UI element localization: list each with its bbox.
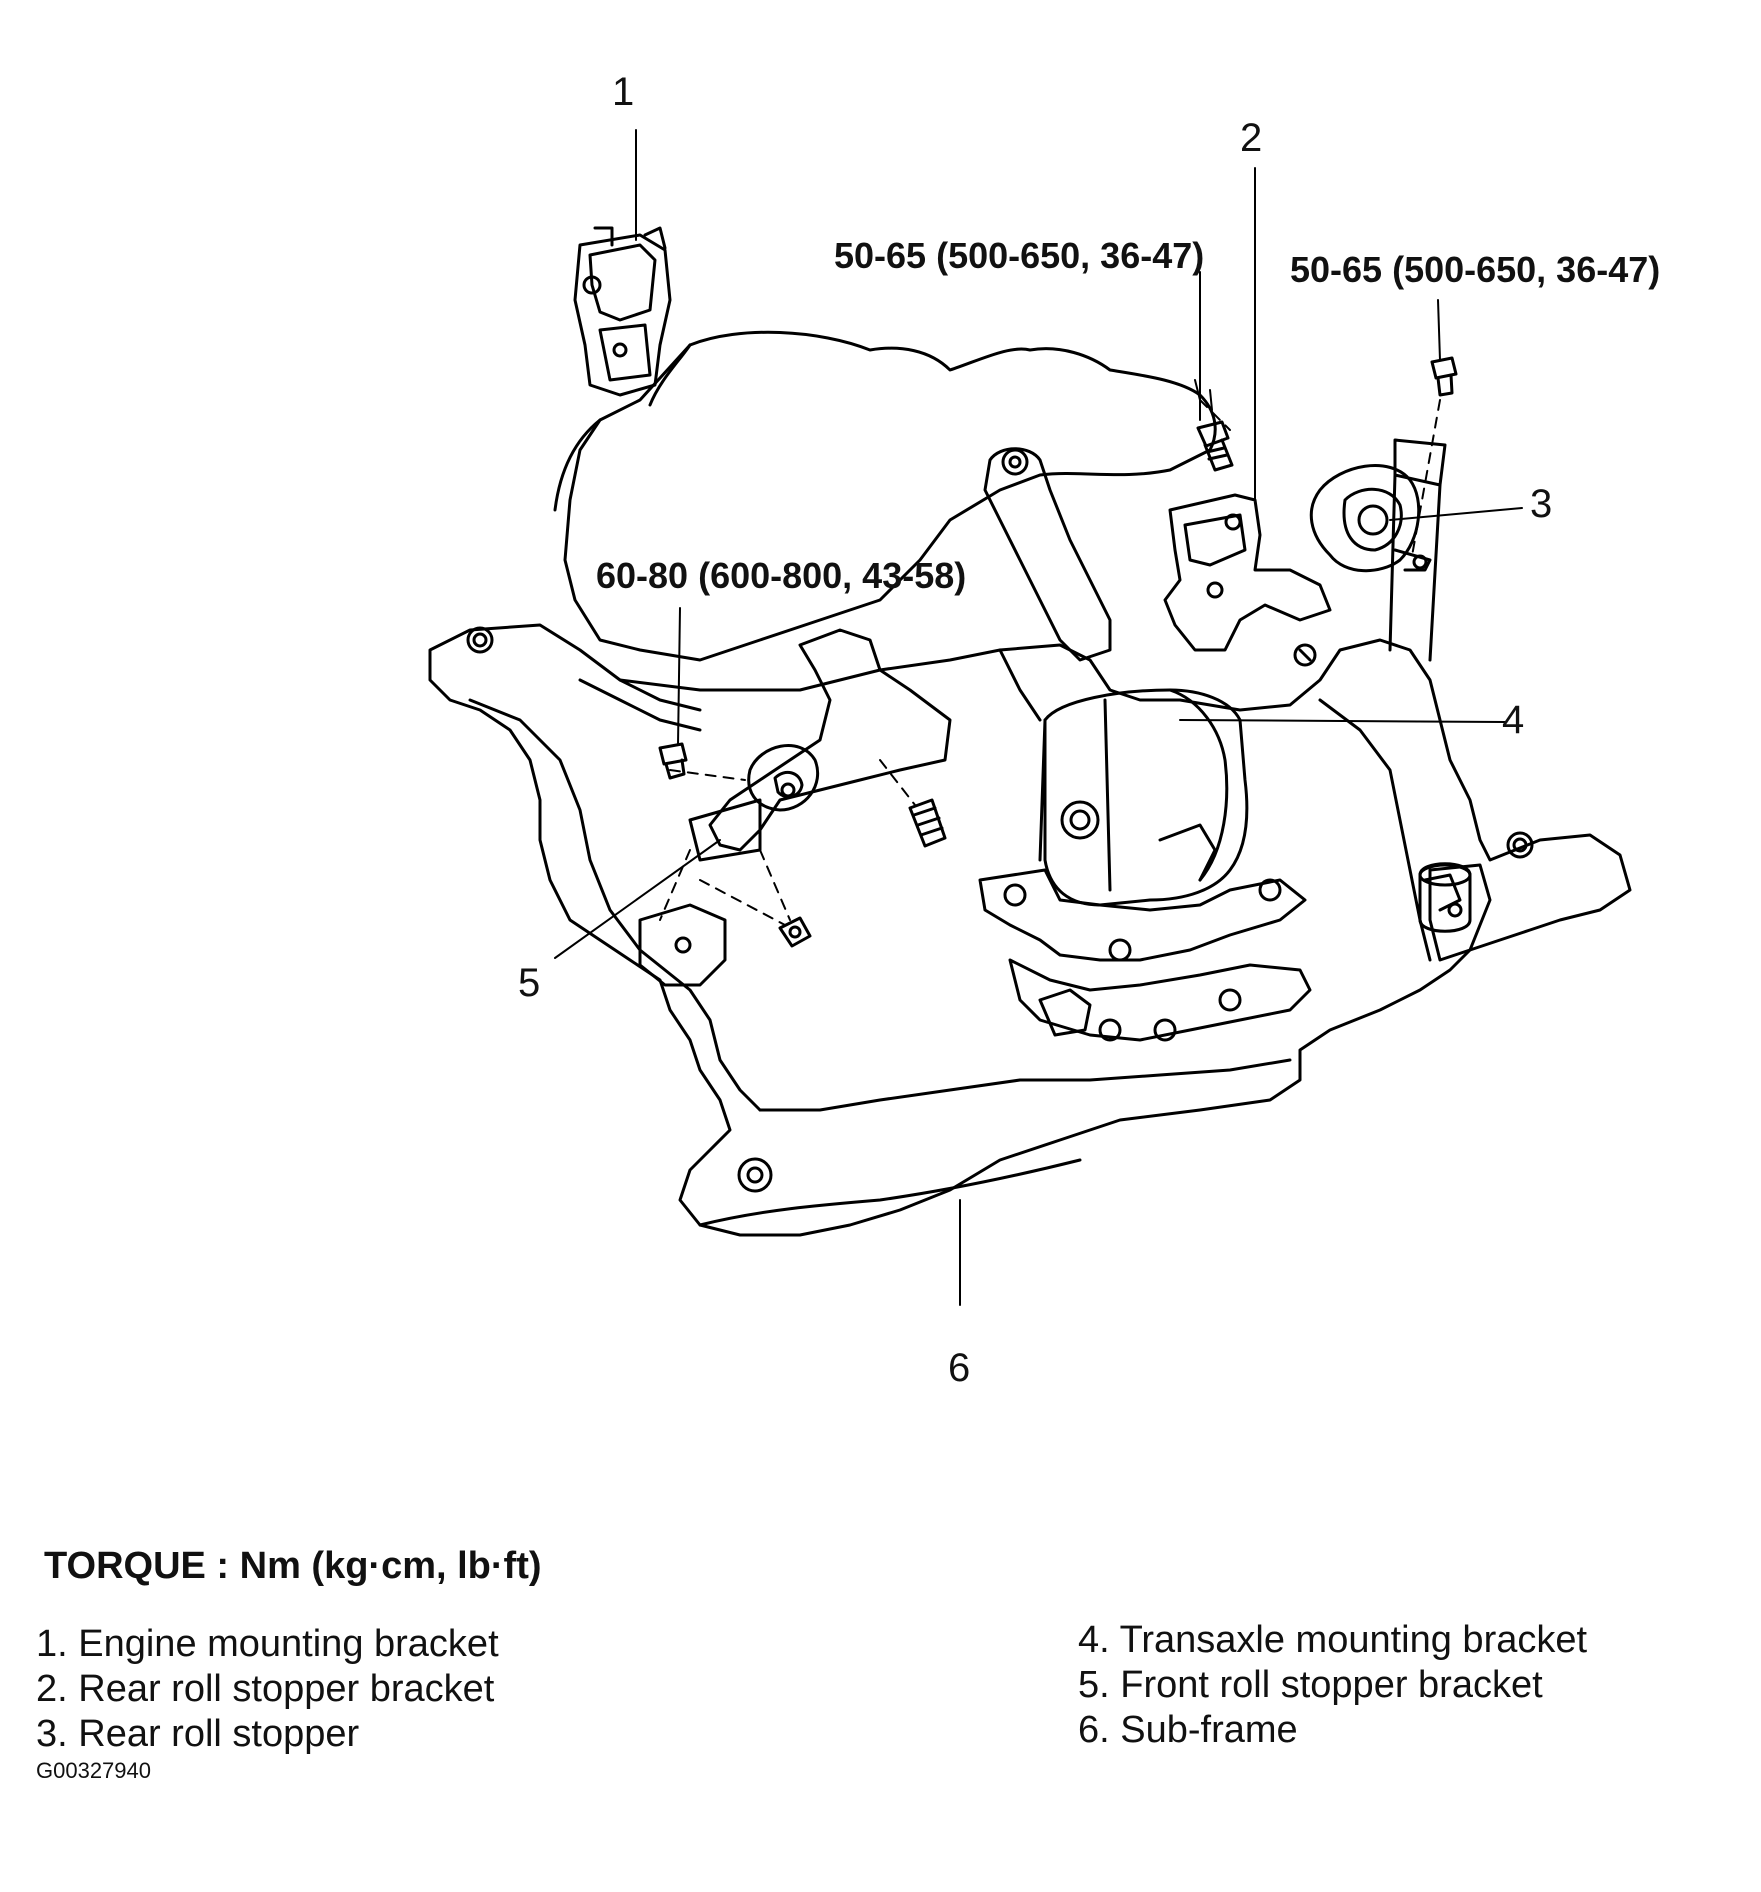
legend-item: 5. Front roll stopper bracket (1078, 1664, 1543, 1706)
bolt-front-right (908, 798, 947, 848)
legend-item: 4. Transaxle mounting bracket (1078, 1619, 1588, 1661)
engine-outline (563, 330, 1217, 662)
figure-id: G00327940 (36, 1758, 151, 1783)
engine-mounting-bracket (573, 226, 672, 397)
legend-item: 3. Rear roll stopper (36, 1713, 360, 1755)
callout-6: 6 (948, 1346, 971, 1390)
legend-right-column: 4. Transaxle mounting bracket 5. Front r… (1078, 1618, 1587, 1753)
torque-label-front-stopper-bolt: 60-80 (600-800, 43-58) (596, 555, 967, 596)
legend-title: TORQUE : Nm (kg·cm, lb·ft) (44, 1545, 542, 1587)
rear-roll-stopper (1309, 464, 1432, 573)
front-roll-stopper-bracket (688, 628, 952, 862)
legend-left-column: 1. Engine mounting bracket 2. Rear roll … (36, 1622, 499, 1757)
legend-item: 6. Sub-frame (1078, 1709, 1298, 1751)
callout-5: 5 (518, 961, 541, 1005)
legend-item: 2. Rear roll stopper bracket (36, 1668, 495, 1710)
bolt-upper-right (1430, 356, 1458, 397)
callout-1: 1 (612, 70, 635, 114)
bolt-front-left (658, 742, 688, 780)
bolt-upper-left (1196, 420, 1234, 472)
bolt-axis-lines (659, 399, 1441, 926)
callout-4: 4 (1502, 698, 1525, 742)
leader-lines (554, 129, 1523, 1306)
rear-roll-stopper-bracket (1163, 493, 1332, 652)
nut-front (778, 916, 812, 948)
callout-2: 2 (1240, 116, 1263, 160)
sub-frame (428, 447, 1632, 1237)
legend-item: 1. Engine mounting bracket (36, 1623, 499, 1665)
transaxle-mounting-bracket (978, 688, 1312, 1042)
torque-label-rear-stopper-bolt: 50-65 (500-650, 36-47) (1290, 249, 1661, 290)
callout-3: 3 (1530, 482, 1553, 526)
torque-label-rear-bracket-bolt: 50-65 (500-650, 36-47) (834, 235, 1205, 276)
